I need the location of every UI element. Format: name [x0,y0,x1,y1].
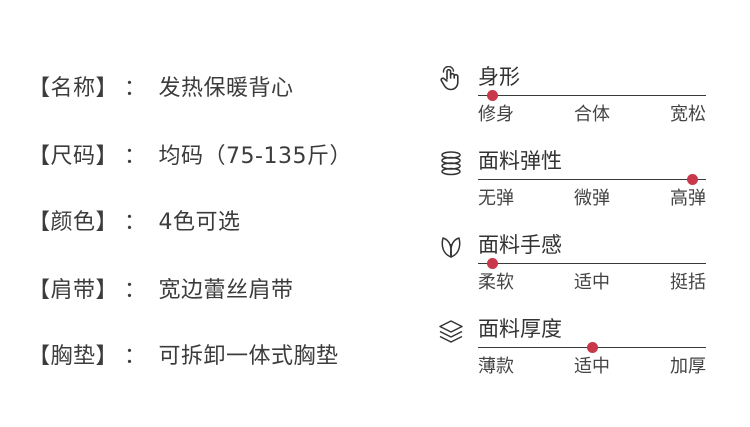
attribute-handfeel: 面料手感 柔软 适中 挺括 [436,230,712,300]
spec-list: 【名称】：发热保暖背心 【尺码】：均码（75-135斤） 【颜色】：4色可选 【… [28,0,418,427]
spec-label: 【尺码】 [28,144,119,169]
spec-value: 4色可选 [158,210,241,235]
attribute-title: 身形 [478,65,520,89]
spec-separator: ： [124,278,147,303]
attribute-title: 面料厚度 [478,317,562,341]
spec-label: 【颜色】 [28,210,119,235]
hand-pointer-icon [440,66,459,91]
spec-label: 【名称】 [28,76,119,101]
attribute-option: 薄款 [478,356,514,377]
attribute-options: 薄款 适中 加厚 [478,354,706,380]
attribute-level-dot [486,258,498,269]
spec-value: 均码（75-135斤） [158,144,352,169]
attribute-option: 适中 [574,272,610,293]
spec-separator: ： [124,76,147,101]
attribute-elasticity: 面料弹性 无弹 微弹 高弹 [436,146,712,216]
leaf-icon [441,237,461,258]
attribute-options: 无弹 微弹 高弹 [478,186,706,212]
attribute-title: 面料手感 [478,233,562,257]
attribute-level-dot [586,342,598,353]
spec-row-color: 【颜色】： 4色可选 [28,208,241,238]
attribute-panel: 身形 修身 合体 宽松 面料弹性 无弹 微弹 高弹 面料手感 [436,0,736,427]
attribute-level-dot [686,174,698,185]
attribute-option: 无弹 [478,188,514,209]
attribute-options: 柔软 适中 挺括 [478,270,706,296]
attribute-option: 加厚 [670,356,706,377]
spring-coil-icon [441,151,461,176]
attribute-option: 微弹 [574,188,610,209]
attribute-option: 宽松 [670,104,706,125]
spec-label: 【肩带】 [28,278,119,303]
attribute-option: 挺括 [670,272,706,293]
spec-label: 【胸垫】 [28,344,119,369]
spec-value: 可拆卸一体式胸垫 [158,344,339,369]
spec-value: 宽边蕾丝肩带 [158,278,294,303]
spec-separator: ： [124,344,147,369]
attribute-option: 合体 [574,104,610,125]
spec-row-size: 【尺码】： 均码（75-135斤） [28,142,352,172]
attribute-fit: 身形 修身 合体 宽松 [436,62,712,132]
spec-row-strap: 【肩带】： 宽边蕾丝肩带 [28,276,294,306]
spec-row-pad: 【胸垫】： 可拆卸一体式胸垫 [28,342,339,372]
layers-icon [439,320,463,343]
attribute-thickness: 面料厚度 薄款 适中 加厚 [436,314,712,384]
spec-row-name: 【名称】： 发热保暖背心 [28,74,294,104]
spec-value: 发热保暖背心 [158,76,294,101]
attribute-track [478,263,706,264]
attribute-option: 柔软 [478,272,514,293]
attribute-title: 面料弹性 [478,149,562,173]
attribute-options: 修身 合体 宽松 [478,102,706,128]
attribute-level-dot [486,90,498,101]
attribute-option: 修身 [478,104,514,125]
attribute-track [478,95,706,96]
spec-separator: ： [124,144,147,169]
spec-separator: ： [124,210,147,235]
attribute-option: 适中 [574,356,610,377]
attribute-track [478,179,706,180]
attribute-option: 高弹 [670,188,706,209]
